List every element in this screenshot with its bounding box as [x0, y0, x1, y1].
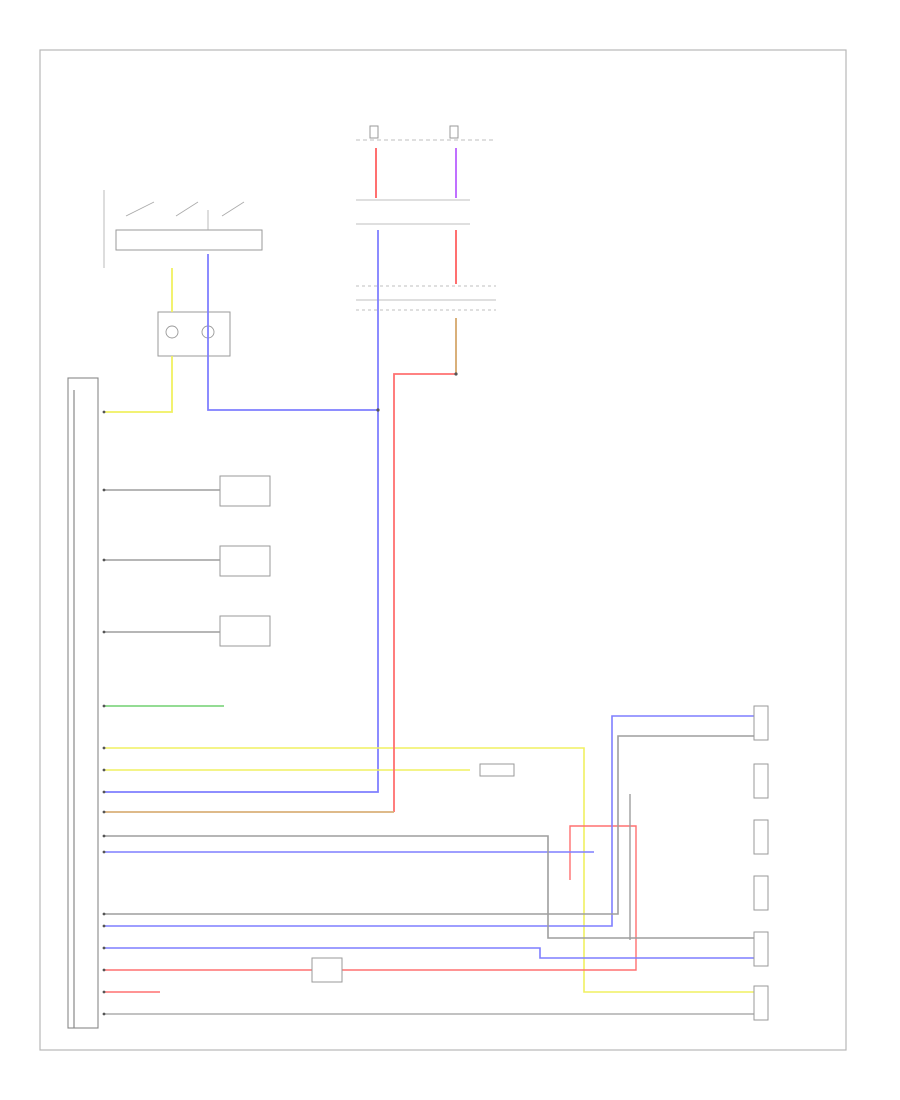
speaker-6: [753, 985, 769, 1021]
inline-connector-1: [479, 763, 515, 777]
relay: [157, 311, 231, 357]
fuse-block: [356, 125, 496, 311]
wire-blue-speaker-1: [104, 715, 754, 927]
fuse-right: [449, 125, 459, 139]
wire-yellow-1: [104, 747, 754, 993]
wire-gray-2: [104, 735, 754, 915]
wire-yellow-radio: [104, 356, 173, 413]
speaker-3: [753, 819, 769, 855]
inline-connector-2: [311, 957, 343, 983]
wire-blue-speaker-2: [104, 947, 754, 959]
module-3: [219, 615, 271, 647]
speaker-2: [753, 763, 769, 799]
wires: [104, 148, 754, 1015]
module-1: [219, 475, 271, 507]
wire-blue-main: [207, 230, 379, 411]
module-2: [219, 545, 271, 577]
wire-red-rear: [104, 825, 637, 971]
diagram-frame: [39, 49, 847, 1051]
speakers: [753, 705, 769, 1021]
speaker-4: [753, 875, 769, 911]
fuse-left: [369, 125, 379, 139]
wire-red-trunk: [393, 373, 456, 812]
wire-gray-1: [104, 835, 754, 939]
radio-connector: [67, 377, 99, 1029]
pin-dots: [102, 372, 458, 1016]
speaker-5: [753, 931, 769, 967]
radio-switch: [103, 190, 263, 268]
speaker-1: [753, 705, 769, 741]
wire-blue-down: [104, 410, 379, 793]
